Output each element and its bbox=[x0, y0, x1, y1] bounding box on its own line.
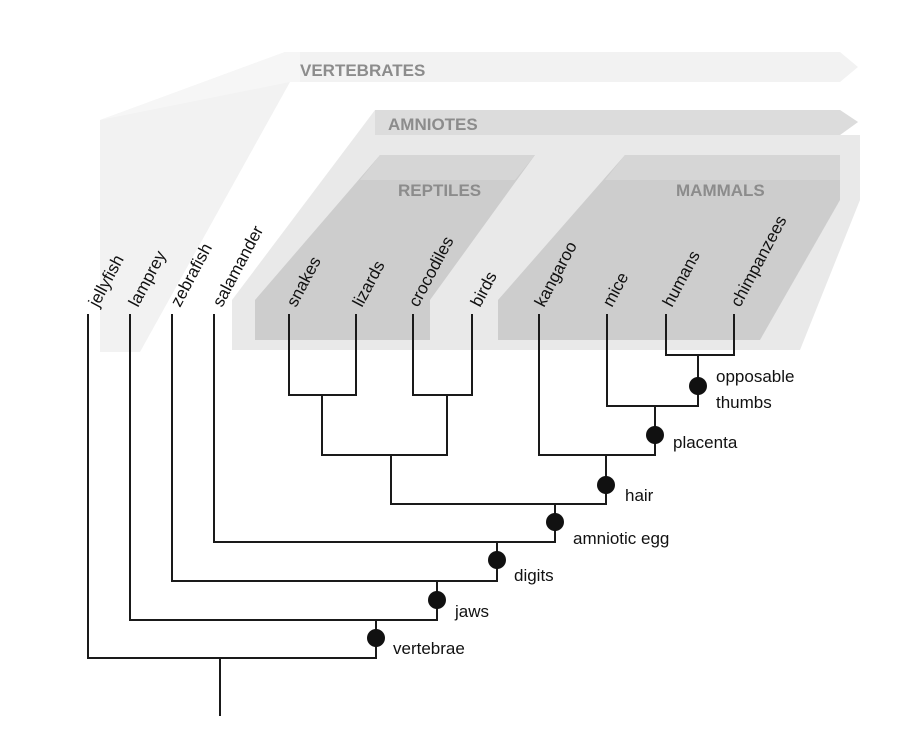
trait-vertebrae: vertebrae bbox=[393, 639, 465, 658]
vertebrates-band-edge bbox=[100, 52, 300, 120]
trait-amniotic-egg: amniotic egg bbox=[573, 529, 669, 548]
mammals-band-shape bbox=[498, 155, 840, 340]
vertebrates-label: VERTEBRATES bbox=[300, 61, 425, 80]
trait-placenta: placenta bbox=[673, 433, 738, 452]
mammals-band-header bbox=[605, 155, 840, 180]
node-opposable-thumbs bbox=[689, 377, 707, 395]
trait-digits: digits bbox=[514, 566, 554, 585]
node-vertebrae bbox=[367, 629, 385, 647]
trait-opposable-line2: thumbs bbox=[716, 393, 772, 412]
reptiles-band-shape bbox=[255, 155, 535, 340]
trait-nodes bbox=[367, 377, 707, 647]
mammals-band: MAMMALS bbox=[498, 155, 840, 340]
amniotes-label: AMNIOTES bbox=[388, 115, 478, 134]
node-digits bbox=[488, 551, 506, 569]
node-placenta bbox=[646, 426, 664, 444]
trait-labels: vertebrae jaws digits amniotic egg hair … bbox=[393, 367, 794, 658]
node-amniotic-egg bbox=[546, 513, 564, 531]
mammals-label: MAMMALS bbox=[676, 181, 765, 200]
reptiles-label: REPTILES bbox=[398, 181, 481, 200]
node-jaws bbox=[428, 591, 446, 609]
reptiles-band: REPTILES bbox=[255, 155, 535, 340]
reptiles-band-header bbox=[360, 155, 535, 180]
trait-hair: hair bbox=[625, 486, 654, 505]
node-hair bbox=[597, 476, 615, 494]
amniotes-band-header bbox=[375, 110, 858, 135]
vertebrates-band: VERTEBRATES bbox=[100, 52, 858, 352]
trait-opposable-line1: opposable bbox=[716, 367, 794, 386]
trait-jaws: jaws bbox=[454, 602, 489, 621]
vertebrates-band-shape bbox=[100, 52, 858, 352]
